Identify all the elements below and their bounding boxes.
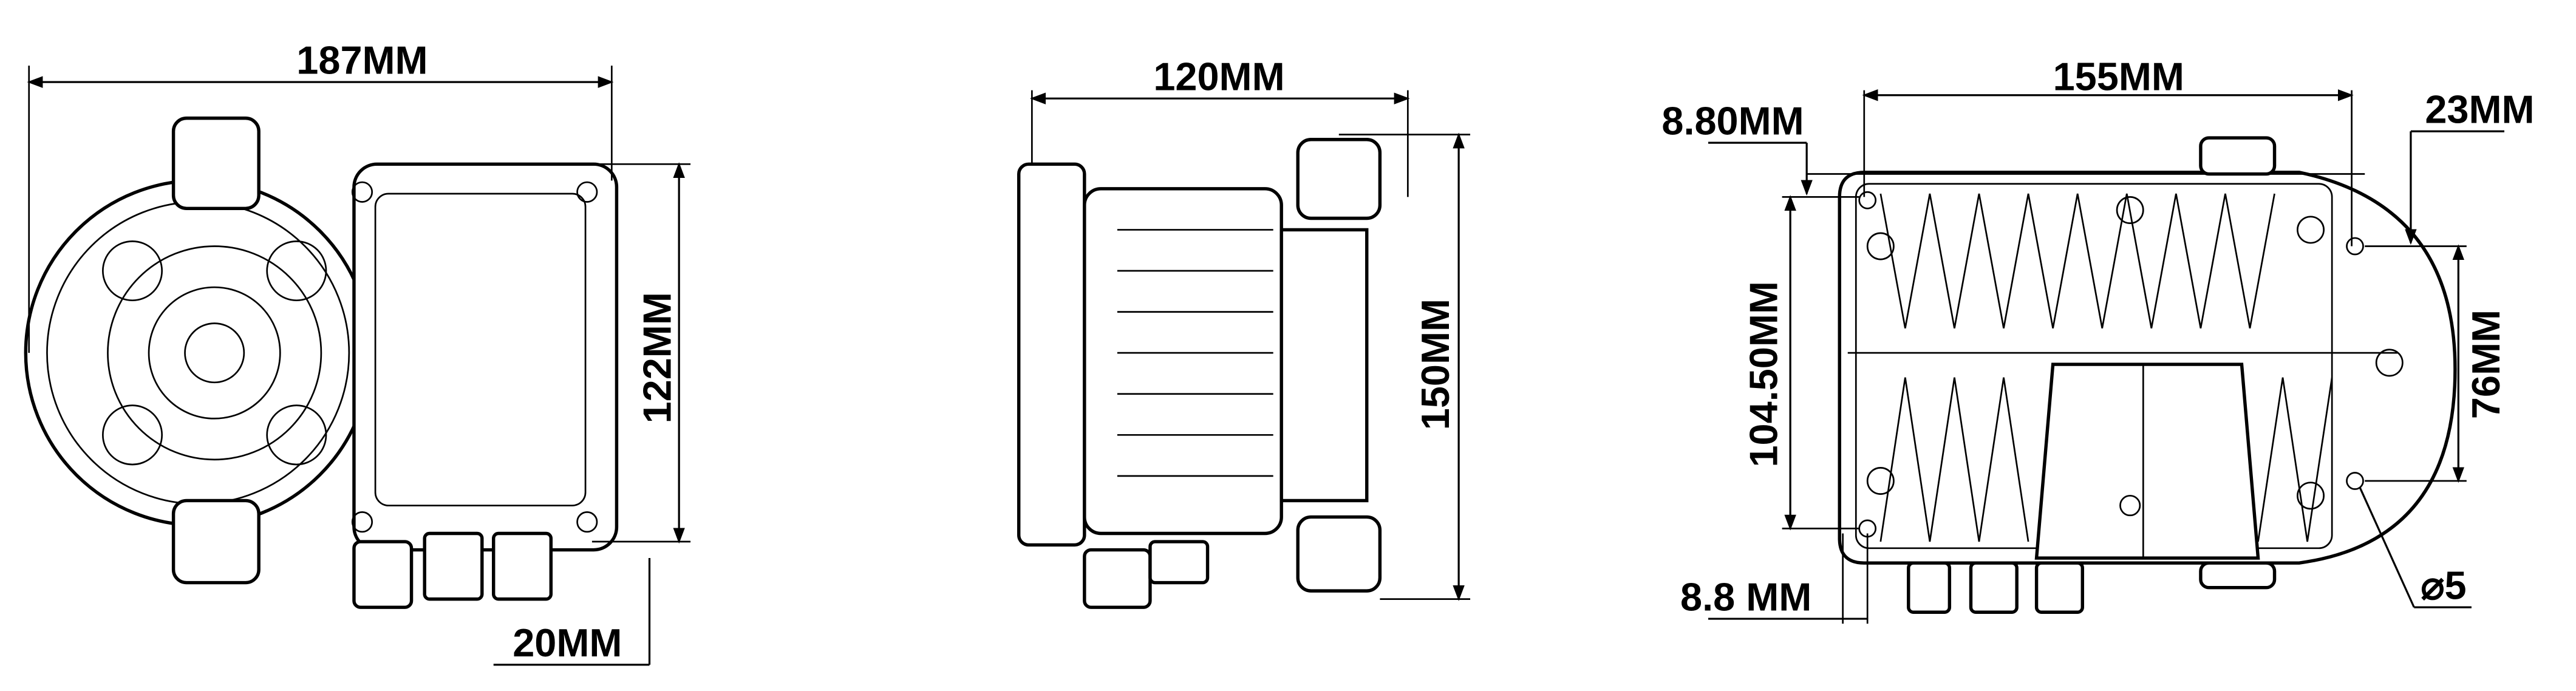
- top-offset-label: 8.80MM: [1661, 99, 1804, 143]
- side-view: 120MM 150MM: [1017, 55, 1471, 609]
- hole-diameter-label: ⌀5: [2421, 563, 2466, 608]
- pump-back-body: [1838, 136, 2457, 614]
- height-dimension-label: 122MM: [635, 292, 680, 423]
- back-view: 155MM 8.80MM 23MM 104.50MM 76MM 8.8 MM ⌀…: [1661, 55, 2535, 624]
- right-offset-label: 23MM: [2425, 87, 2534, 132]
- front-view: 187MM 122MM 20MM: [24, 38, 691, 666]
- vertical-spacing-label: 104.50MM: [1742, 281, 1786, 467]
- bottom-offset-label: 8.8 MM: [1680, 575, 1811, 619]
- depth-dimension-label: 120MM: [1153, 55, 1284, 99]
- pump-side-body: [1017, 138, 1382, 609]
- pump-front-body: [24, 116, 619, 609]
- side-height-dimension-label: 150MM: [1413, 299, 1457, 430]
- right-spacing-label: 76MM: [2464, 310, 2508, 419]
- hole-spacing-label: 155MM: [2053, 55, 2184, 99]
- width-dimension-label: 187MM: [296, 38, 428, 83]
- offset-dimension-label: 20MM: [513, 621, 622, 665]
